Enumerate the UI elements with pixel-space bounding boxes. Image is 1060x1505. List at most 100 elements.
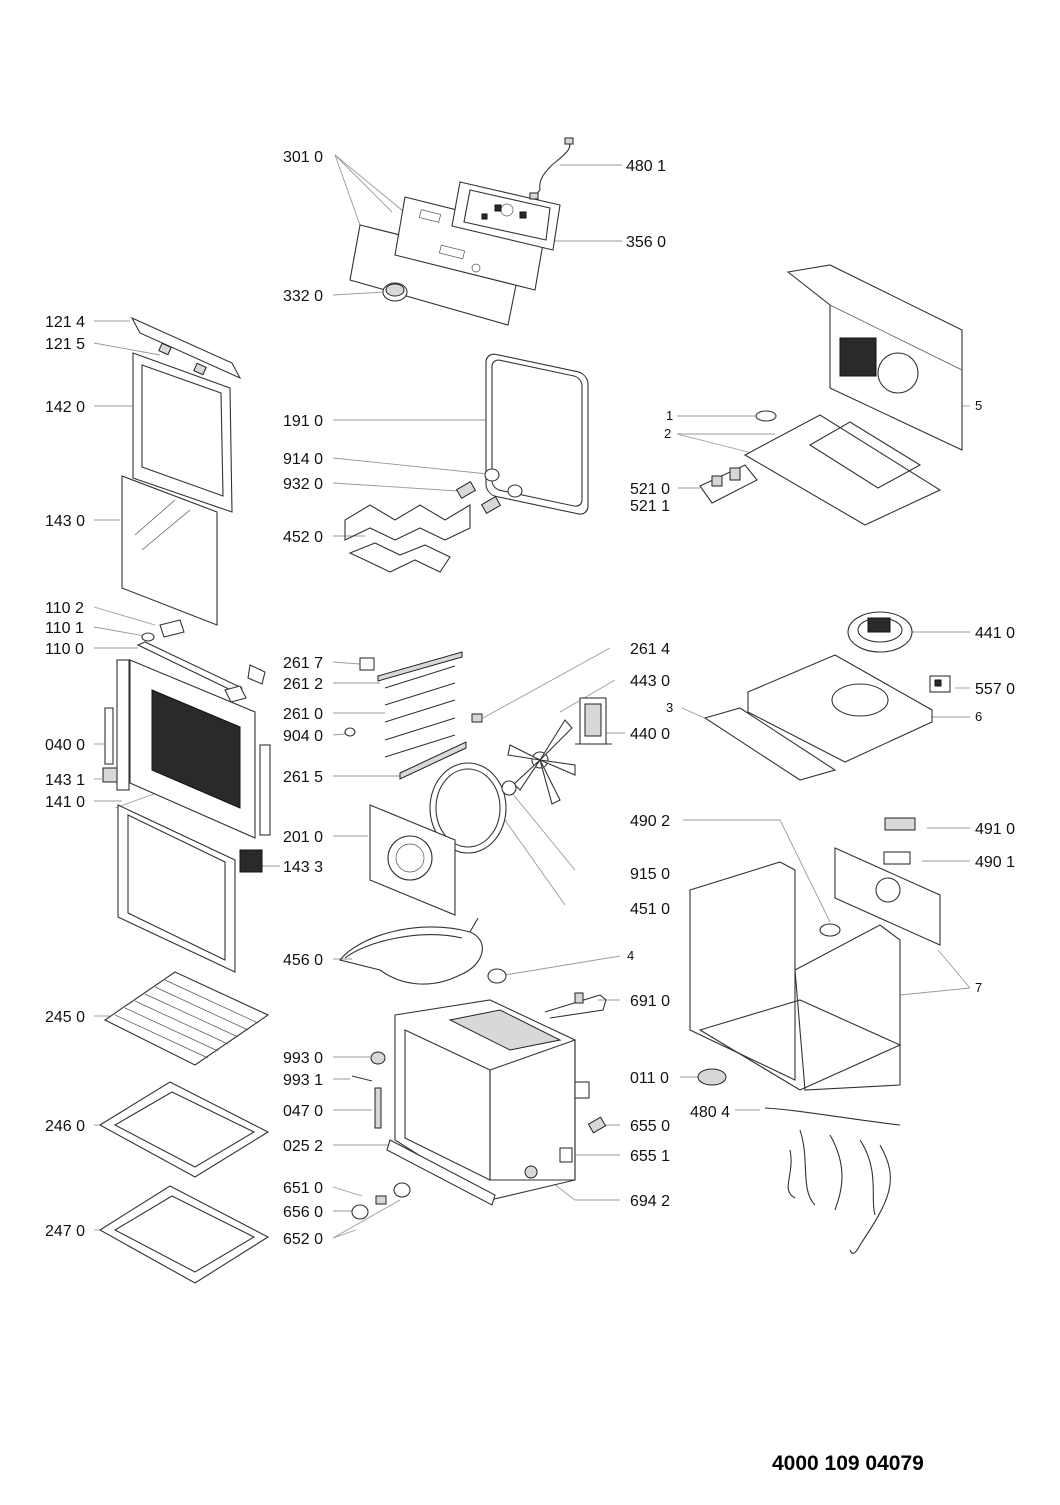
callout-655-0: 655 0 xyxy=(630,1118,670,1135)
callout-261-4: 261 4 xyxy=(630,641,670,658)
callout-047-0: 047 0 xyxy=(283,1103,323,1120)
callout-246-0: 246 0 xyxy=(45,1118,85,1135)
callout-1: 1 xyxy=(666,408,673,423)
callout-121-5: 121 5 xyxy=(45,336,85,353)
callout-440-0: 440 0 xyxy=(630,726,670,743)
connector-part xyxy=(929,675,951,693)
callout-110-1: 110 1 xyxy=(45,620,84,637)
shelf-rails-part xyxy=(344,651,483,780)
wire-rack-part xyxy=(103,971,270,1066)
callout-142-0: 142 0 xyxy=(45,399,85,416)
wire-part xyxy=(529,137,574,200)
heating-ring-part xyxy=(429,762,517,854)
callout-141-0: 141 0 xyxy=(45,794,85,811)
callout-110-0: 110 0 xyxy=(45,641,84,658)
callout-7: 7 xyxy=(975,980,982,995)
callout-557-0: 557 0 xyxy=(975,681,1015,698)
rear-cover-part xyxy=(369,804,456,916)
callout-691-0: 691 0 xyxy=(630,993,670,1010)
door-gasket-part xyxy=(485,353,589,515)
callout-121-4: 121 4 xyxy=(45,314,85,331)
callout-201-0: 201 0 xyxy=(283,829,323,846)
callout-521-1: 521 1 xyxy=(630,498,670,515)
door-handle-part xyxy=(136,641,266,703)
callout-490-1: 490 1 xyxy=(975,854,1015,871)
callout-490-2: 490 2 xyxy=(630,813,670,830)
callout-245-0: 245 0 xyxy=(45,1009,85,1026)
document-number: 4000 109 04079 xyxy=(772,1452,924,1475)
outer-door-part xyxy=(116,659,271,839)
top-panel-part xyxy=(786,264,963,451)
callout-451-0: 451 0 xyxy=(630,901,670,918)
fan-motor-part xyxy=(575,697,612,745)
foot-part xyxy=(697,1068,727,1086)
callout-6: 6 xyxy=(975,709,982,724)
top-cover-part xyxy=(703,654,933,781)
top-plate-part xyxy=(743,410,942,526)
door-top-profile-part xyxy=(130,316,242,380)
wiring-harness-part xyxy=(764,1107,901,1254)
callout-040-0: 040 0 xyxy=(45,737,85,754)
callout-932-0: 932 0 xyxy=(283,476,323,493)
callout-2: 2 xyxy=(664,426,671,441)
callout-261-0: 261 0 xyxy=(283,706,323,723)
callout-025-2: 025 2 xyxy=(283,1138,323,1155)
callout-456-0: 456 0 xyxy=(283,952,323,969)
callout-480-1: 480 1 xyxy=(626,158,666,175)
callout-443-0: 443 0 xyxy=(630,673,670,690)
grill-element-part xyxy=(344,468,523,573)
callout-143-1: 143 1 xyxy=(45,772,85,789)
callout-261-2: 261 2 xyxy=(283,676,323,693)
door-side-strip-part xyxy=(102,707,118,783)
knob-part xyxy=(382,282,408,302)
callout-247-0: 247 0 xyxy=(45,1223,85,1240)
callout-993-1: 993 1 xyxy=(283,1072,323,1089)
middle-glass-part xyxy=(121,475,218,626)
bracket-part xyxy=(544,992,607,1019)
callout-915-0: 915 0 xyxy=(630,866,670,883)
callout-480-4: 480 4 xyxy=(690,1104,730,1121)
small-knob-part xyxy=(487,968,507,984)
hinge-clip-part xyxy=(141,619,185,642)
callout-3: 3 xyxy=(666,700,673,715)
lower-element-part xyxy=(339,917,483,985)
callout-191-0: 191 0 xyxy=(283,413,323,430)
baking-tray-part xyxy=(98,1081,270,1178)
callout-261-5: 261 5 xyxy=(283,769,323,786)
oven-cavity-part xyxy=(374,999,590,1206)
fan-blade-part xyxy=(507,719,576,805)
hinge-block-part xyxy=(239,849,263,873)
callout-652-0: 652 0 xyxy=(283,1231,323,1248)
callout-441-0: 441 0 xyxy=(975,625,1015,642)
door-frame-part xyxy=(117,804,236,973)
callout-261-7: 261 7 xyxy=(283,655,323,672)
callout-993-0: 993 0 xyxy=(283,1050,323,1067)
callout-110-2: 110 2 xyxy=(45,600,84,617)
callout-332-0: 332 0 xyxy=(283,288,323,305)
cooling-fan-part xyxy=(847,611,913,653)
callout-4: 4 xyxy=(627,948,634,963)
callout-labels: 301 0 480 1 356 0 332 0 121 4 121 5 142 … xyxy=(45,149,1015,1248)
callout-356-0: 356 0 xyxy=(626,234,666,251)
deep-tray-part xyxy=(98,1185,270,1284)
callout-5: 5 xyxy=(975,398,982,413)
power-board-part xyxy=(699,464,758,504)
callout-143-3: 143 3 xyxy=(283,859,323,876)
callout-452-0: 452 0 xyxy=(283,529,323,546)
callout-914-0: 914 0 xyxy=(283,451,323,468)
callout-491-0: 491 0 xyxy=(975,821,1015,838)
relay-parts xyxy=(883,817,916,865)
callout-521-0: 521 0 xyxy=(630,481,670,498)
outer-casing-part xyxy=(689,847,941,1091)
callout-655-1: 655 1 xyxy=(630,1148,670,1165)
callout-011-0: 011 0 xyxy=(630,1070,669,1087)
callout-143-0: 143 0 xyxy=(45,513,85,530)
callout-904-0: 904 0 xyxy=(283,728,323,745)
callout-301-0: 301 0 xyxy=(283,149,323,166)
inner-glass-part xyxy=(132,352,233,513)
callout-694-2: 694 2 xyxy=(630,1193,670,1210)
callout-656-0: 656 0 xyxy=(283,1204,323,1221)
small-fittings-part xyxy=(351,1051,607,1220)
callout-651-0: 651 0 xyxy=(283,1180,323,1197)
